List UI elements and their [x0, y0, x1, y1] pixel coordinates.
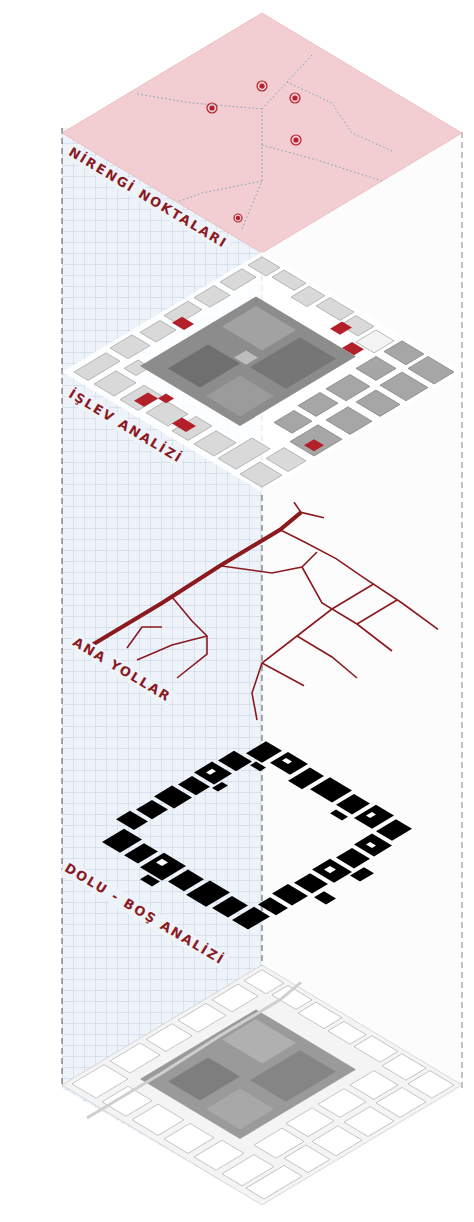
function-analysis-layer [62, 252, 462, 492]
control-points-layer [62, 13, 462, 253]
main-roads-layer [69, 501, 474, 744]
edge-line [62, 128, 63, 1088]
edge-line [462, 132, 463, 1088]
control-point-marker [207, 81, 301, 222]
base-map-layer [47, 962, 467, 1214]
